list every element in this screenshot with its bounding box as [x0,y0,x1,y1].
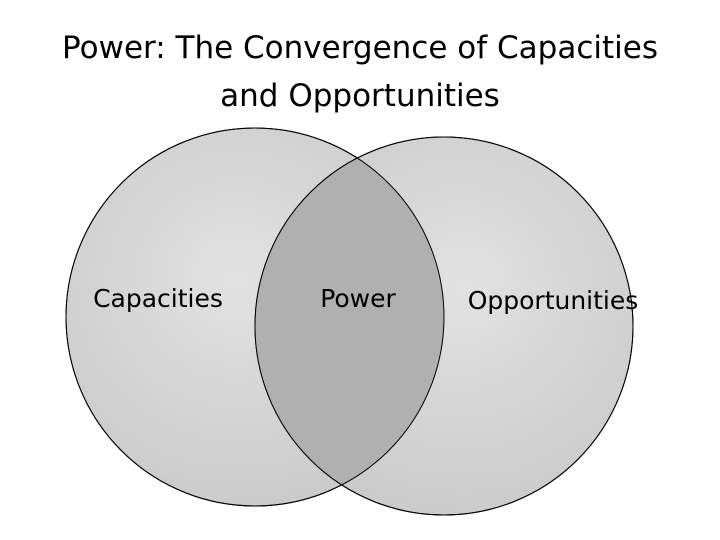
title-line-2: and Opportunities [220,78,500,114]
capacities-label: Capacities [93,284,223,313]
opportunities-circle-outline [254,136,634,516]
title-line-1: Power: The Convergence of Capacities [62,30,658,66]
opportunities-label: Opportunities [468,286,639,315]
capacities-circle-outline [65,127,445,507]
power-label: Power [320,284,396,313]
slide-title: Power: The Convergence of Capacities and… [20,24,700,120]
power-overlap [255,137,444,506]
